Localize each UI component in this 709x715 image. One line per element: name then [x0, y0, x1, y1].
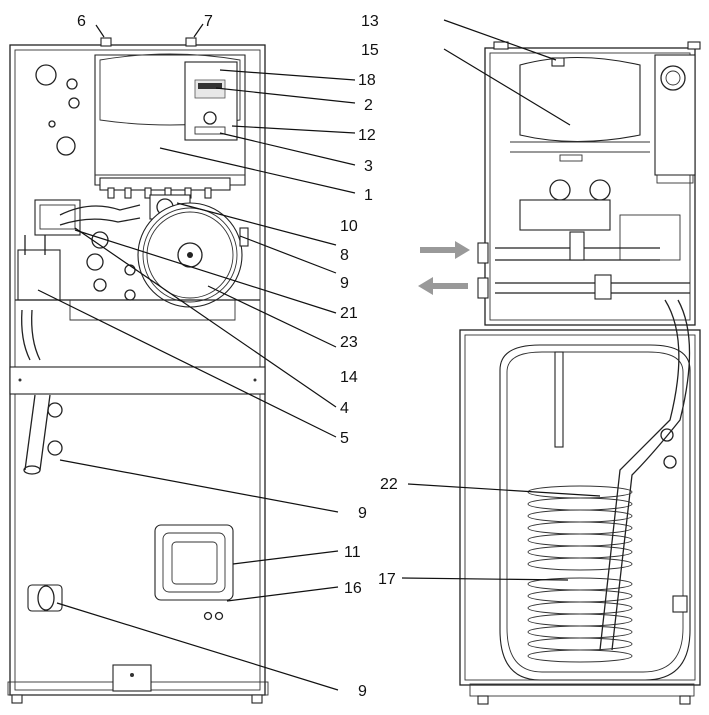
fittings-row	[99, 177, 231, 199]
return-pipe	[495, 282, 690, 294]
callout-label: 3	[364, 158, 373, 175]
flow-arrows	[418, 241, 470, 295]
drain-pipe	[24, 394, 51, 471]
callout-label: 12	[358, 127, 376, 144]
gauge	[589, 179, 611, 201]
panel-hole	[48, 120, 56, 128]
right-foot	[251, 694, 263, 704]
flow-out-arrow	[418, 277, 468, 295]
hot-water-cylinder	[499, 344, 691, 681]
cross-bar	[9, 366, 266, 395]
sensor-pocket	[554, 351, 564, 448]
callout-label: 4	[340, 400, 349, 417]
leader-lines-right	[401, 19, 601, 581]
coil-pipe	[599, 299, 680, 651]
panel-hole	[56, 136, 76, 156]
callout-label: 13	[361, 13, 379, 30]
leader-lines-left	[37, 23, 356, 691]
callout-label: 9	[340, 275, 349, 292]
heating-coil	[527, 485, 633, 663]
tank-housing	[459, 329, 701, 686]
pipe-stub	[27, 584, 63, 612]
callout-label: 9	[358, 505, 367, 522]
top-connector-7	[185, 37, 197, 47]
callout-labels: 6 7 18 2 12 3 1 10 8 9 21 23 14 4 5 9 11…	[77, 13, 398, 700]
callout-label: 14	[340, 369, 358, 386]
callout-label: 15	[361, 42, 379, 59]
side-control-box	[654, 54, 696, 176]
callout-label: 22	[380, 476, 398, 493]
callout-label: 23	[340, 334, 358, 351]
siphon-housing	[17, 249, 61, 301]
flow-in-arrow	[420, 241, 470, 259]
callout-label: 21	[340, 305, 358, 322]
top-connector-6	[100, 37, 112, 47]
fan-vent-icon	[660, 65, 686, 91]
callout-label: 10	[340, 218, 358, 235]
callout-label: 8	[340, 247, 349, 264]
callout-label: 9	[358, 683, 367, 700]
left-unit-front-view	[7, 23, 356, 704]
panel-hole	[66, 78, 78, 90]
gauge	[549, 179, 571, 201]
vessel-valve	[551, 57, 565, 67]
control-panel	[184, 61, 238, 141]
upper-housing	[484, 47, 696, 326]
condensate-hose	[21, 309, 31, 361]
callout-label: 7	[204, 13, 213, 30]
left-foot	[11, 694, 23, 704]
panel-hole	[35, 64, 57, 86]
callout-label: 2	[364, 97, 373, 114]
expansion-vessel-side	[519, 56, 641, 143]
panel-hole	[68, 97, 80, 109]
callout-label: 11	[344, 544, 361, 561]
pump-group	[519, 199, 611, 231]
callout-label: 17	[378, 571, 396, 588]
callout-label: 6	[77, 13, 86, 30]
control-knob	[203, 111, 217, 125]
callout-label: 5	[340, 430, 349, 447]
expansion-vessel	[99, 53, 241, 126]
callout-label: 18	[358, 72, 376, 89]
inspection-cover	[154, 524, 234, 601]
right-unit-side-view	[401, 19, 701, 705]
bottom-bracket	[112, 664, 152, 692]
callout-label: 16	[344, 580, 362, 597]
callout-label: 1	[364, 187, 373, 204]
